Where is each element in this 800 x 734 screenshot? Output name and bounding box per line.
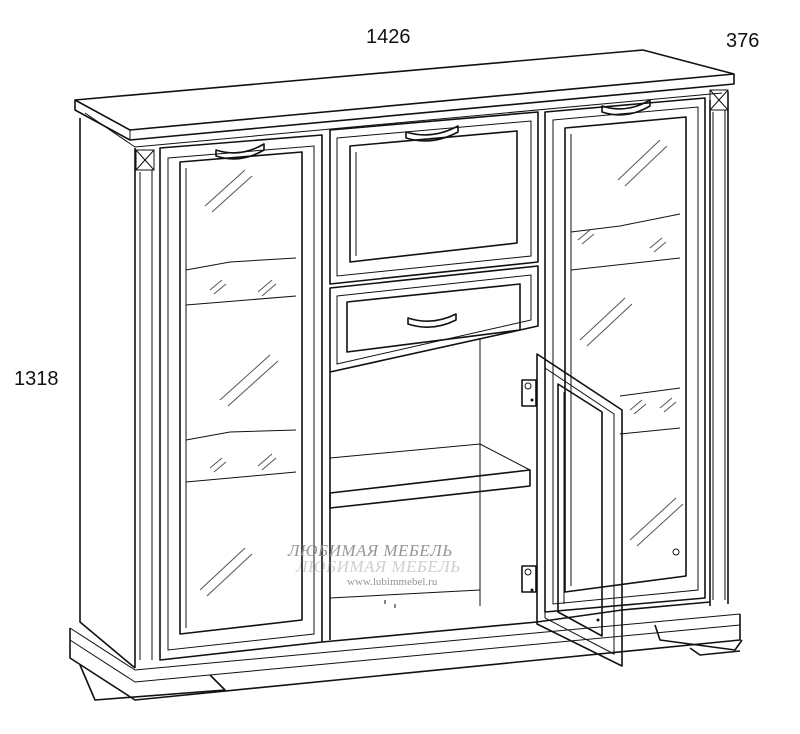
open-door[interactable] [521,353,623,667]
left-glass-door[interactable] [159,134,323,661]
center-drawer[interactable] [329,265,539,373]
center-upper-panel [329,111,539,285]
watermark-brand-shadow: ЛЮБИМАЯ МЕБЕЛЬ [295,557,461,576]
right-glass-door[interactable] [544,97,706,613]
cabinet-body [79,89,729,669]
hinge-icon [521,565,537,593]
plinth [69,613,743,701]
drawer-handle-icon [407,313,457,328]
open-compartment [329,338,531,640]
depth-dimension-label: 376 [726,30,759,52]
bottom-rail [321,601,711,643]
top-cornice [74,49,735,148]
width-dimension-label: 1426 [366,26,411,48]
watermark-url: www.lubimmebel.ru [347,576,438,588]
watermark: ЛЮБИМАЯ МЕБЕЛЬ ЛЮБИМАЯ МЕБЕЛЬ www.lubimm… [287,541,461,588]
hinge-icon [521,379,537,407]
height-dimension-label: 1318 [14,368,59,390]
watermark-brand: ЛЮБИМАЯ МЕБЕЛЬ [287,541,453,560]
